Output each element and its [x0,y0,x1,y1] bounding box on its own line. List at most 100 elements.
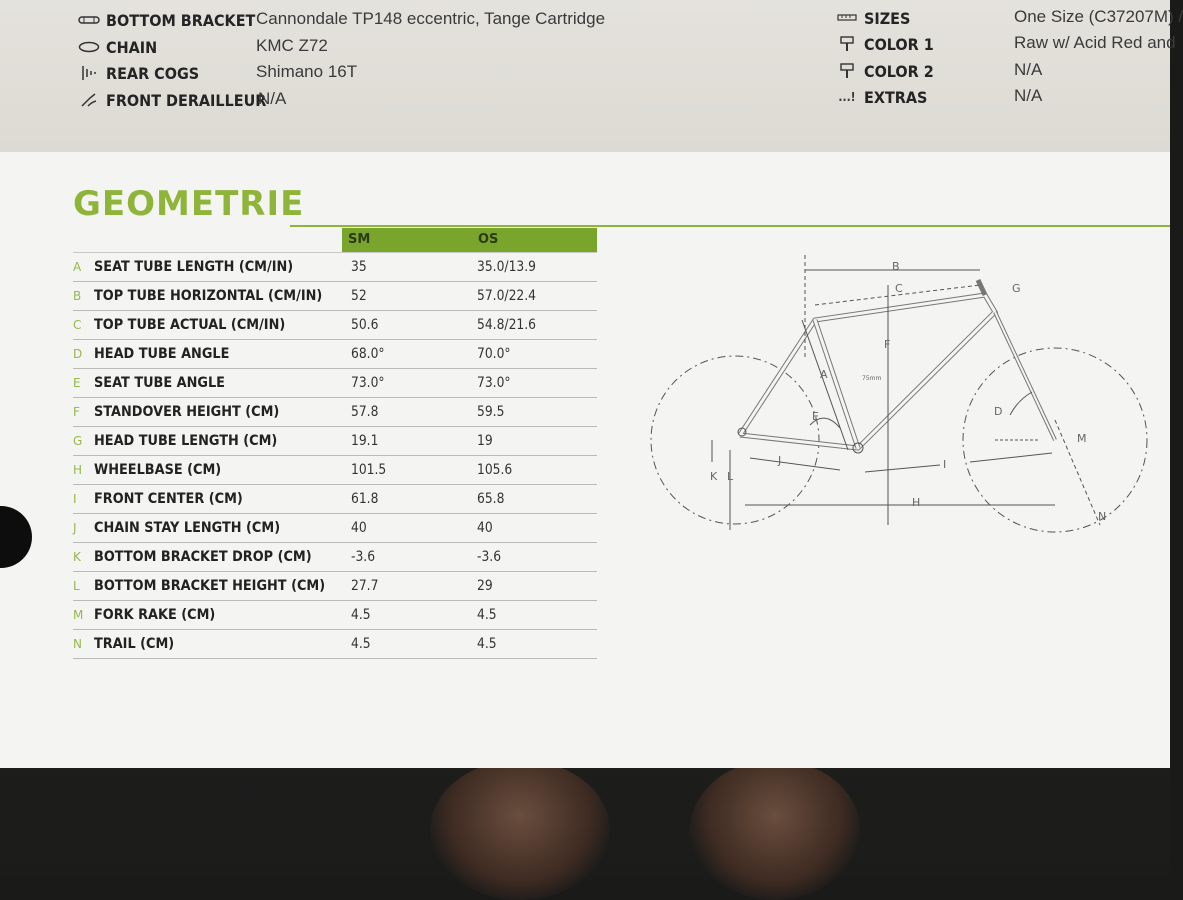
dimension-label-a: A [820,368,828,381]
bottom-bracket-icon [78,12,100,28]
spec-key: BOTTOM BRACKET [106,10,256,30]
front-wheel [962,347,1148,533]
dimension-label-n: N [1098,510,1106,523]
row-letter: N [73,637,82,651]
spec-key: FRONT DERAILLEUR [106,90,267,110]
row-value-os: 40 [477,520,493,536]
row-value-os: -3.6 [477,549,502,565]
spec-row-sizes: SIZES [836,6,910,30]
spec-key: EXTRAS [864,87,928,107]
row-value-sm: 61.8 [351,491,379,507]
row-label: HEAD TUBE LENGTH (CM) [94,433,278,449]
spec-value: Cannondale TP148 eccentric, Tange Cartri… [256,9,606,28]
row-value-os: 4.5 [477,607,497,623]
spec-value: Shimano 16T [256,62,358,81]
row-value-sm: 4.5 [351,607,371,623]
spec-row-color-1: COLOR 1 [836,32,934,56]
spec-row-front-derailleur: FRONT DERAILLEUR [78,88,266,112]
row-value-sm: 57.8 [351,404,379,420]
dimension-label-k: K [710,470,718,483]
bottom-bracket [852,442,864,454]
row-value-os: 105.6 [477,462,513,478]
front-derailleur-icon [78,92,100,108]
paint-icon [836,63,858,79]
table-row: E SEAT TUBE ANGLE 73.0° 73.0° [73,369,597,398]
row-label: FRONT CENTER (CM) [94,491,243,507]
row-letter: M [73,608,84,622]
background-blur [690,760,860,900]
row-letter: H [73,463,83,477]
row-value-os: 65.8 [477,491,505,507]
spec-row-bottom-bracket: BOTTOM BRACKET [78,8,255,32]
row-label: SEAT TUBE ANGLE [94,375,225,391]
row-label: WHEELBASE (CM) [94,462,222,478]
dimension-label-i: I [943,458,946,471]
row-value-os: 73.0° [477,375,511,391]
row-label: FORK RAKE (CM) [94,607,216,623]
row-value-sm: 73.0° [351,375,385,391]
row-letter: G [73,434,83,448]
dimension-label-l: L [727,470,734,483]
table-row: F STANDOVER HEIGHT (CM) 57.8 59.5 [73,398,597,427]
row-value-sm: 4.5 [351,636,371,652]
row-letter: F [73,405,80,419]
chain-icon [78,39,100,55]
spec-key: CHAIN [106,37,158,57]
row-value-os: 29 [477,578,493,594]
row-value-sm: 50.6 [351,317,379,333]
table-row: I FRONT CENTER (CM) 61.8 65.8 [73,485,597,514]
row-letter: I [73,492,77,506]
dimension-label-g: G [1012,282,1021,295]
dimension-label-c: C [895,282,903,295]
row-value-os: 70.0° [477,346,511,362]
spec-key: SIZES [864,8,911,28]
row-letter: E [73,376,81,390]
row-letter: D [73,347,83,361]
dimension-label-f: F [884,338,890,351]
row-value-sm: 40 [351,520,367,536]
row-value-os: 59.5 [477,404,505,420]
spec-section: BOTTOM BRACKET Cannondale TP148 eccentri… [0,0,1183,152]
row-label: CHAIN STAY LENGTH (CM) [94,520,281,536]
spec-value: Raw w/ Acid Red and [1014,33,1176,52]
title-divider [290,225,1170,227]
row-label: SEAT TUBE LENGTH (CM/IN) [94,259,294,275]
row-value-sm: -3.6 [351,549,376,565]
row-label: BOTTOM BRACKET DROP (CM) [94,549,312,565]
row-letter: J [73,521,77,535]
row-value-sm: 52 [351,288,367,304]
stem [975,278,988,297]
row-label: TRAIL (CM) [94,636,175,652]
dimension-label-j: J [777,454,781,467]
column-header-os: OS [468,228,597,252]
dimension-label-e: E [812,410,819,423]
spec-row-rear-cogs: REAR COGS [78,61,199,85]
frame-outline [737,292,999,451]
dimension-label-m: M [1077,432,1087,445]
seat-tube-note: 75mm [862,375,881,382]
background-blur [430,760,610,900]
row-value-sm: 27.7 [351,578,379,594]
spec-value: N/A [258,89,287,108]
dimension-label-d: D [994,405,1002,418]
spec-row-color-2: COLOR 2 [836,59,934,83]
row-label: TOP TUBE HORIZONTAL (CM/IN) [94,288,323,304]
row-value-os: 35.0/13.9 [477,259,537,275]
dimension-label-b: B [892,260,900,273]
spec-value: N/A [1014,60,1043,79]
row-label: STANDOVER HEIGHT (CM) [94,404,280,420]
spec-value: One Size (C37207M) / [1014,7,1183,26]
rear-cogs-icon [78,65,100,81]
spec-key: REAR COGS [106,63,200,83]
column-header-sm: SM [342,228,468,252]
